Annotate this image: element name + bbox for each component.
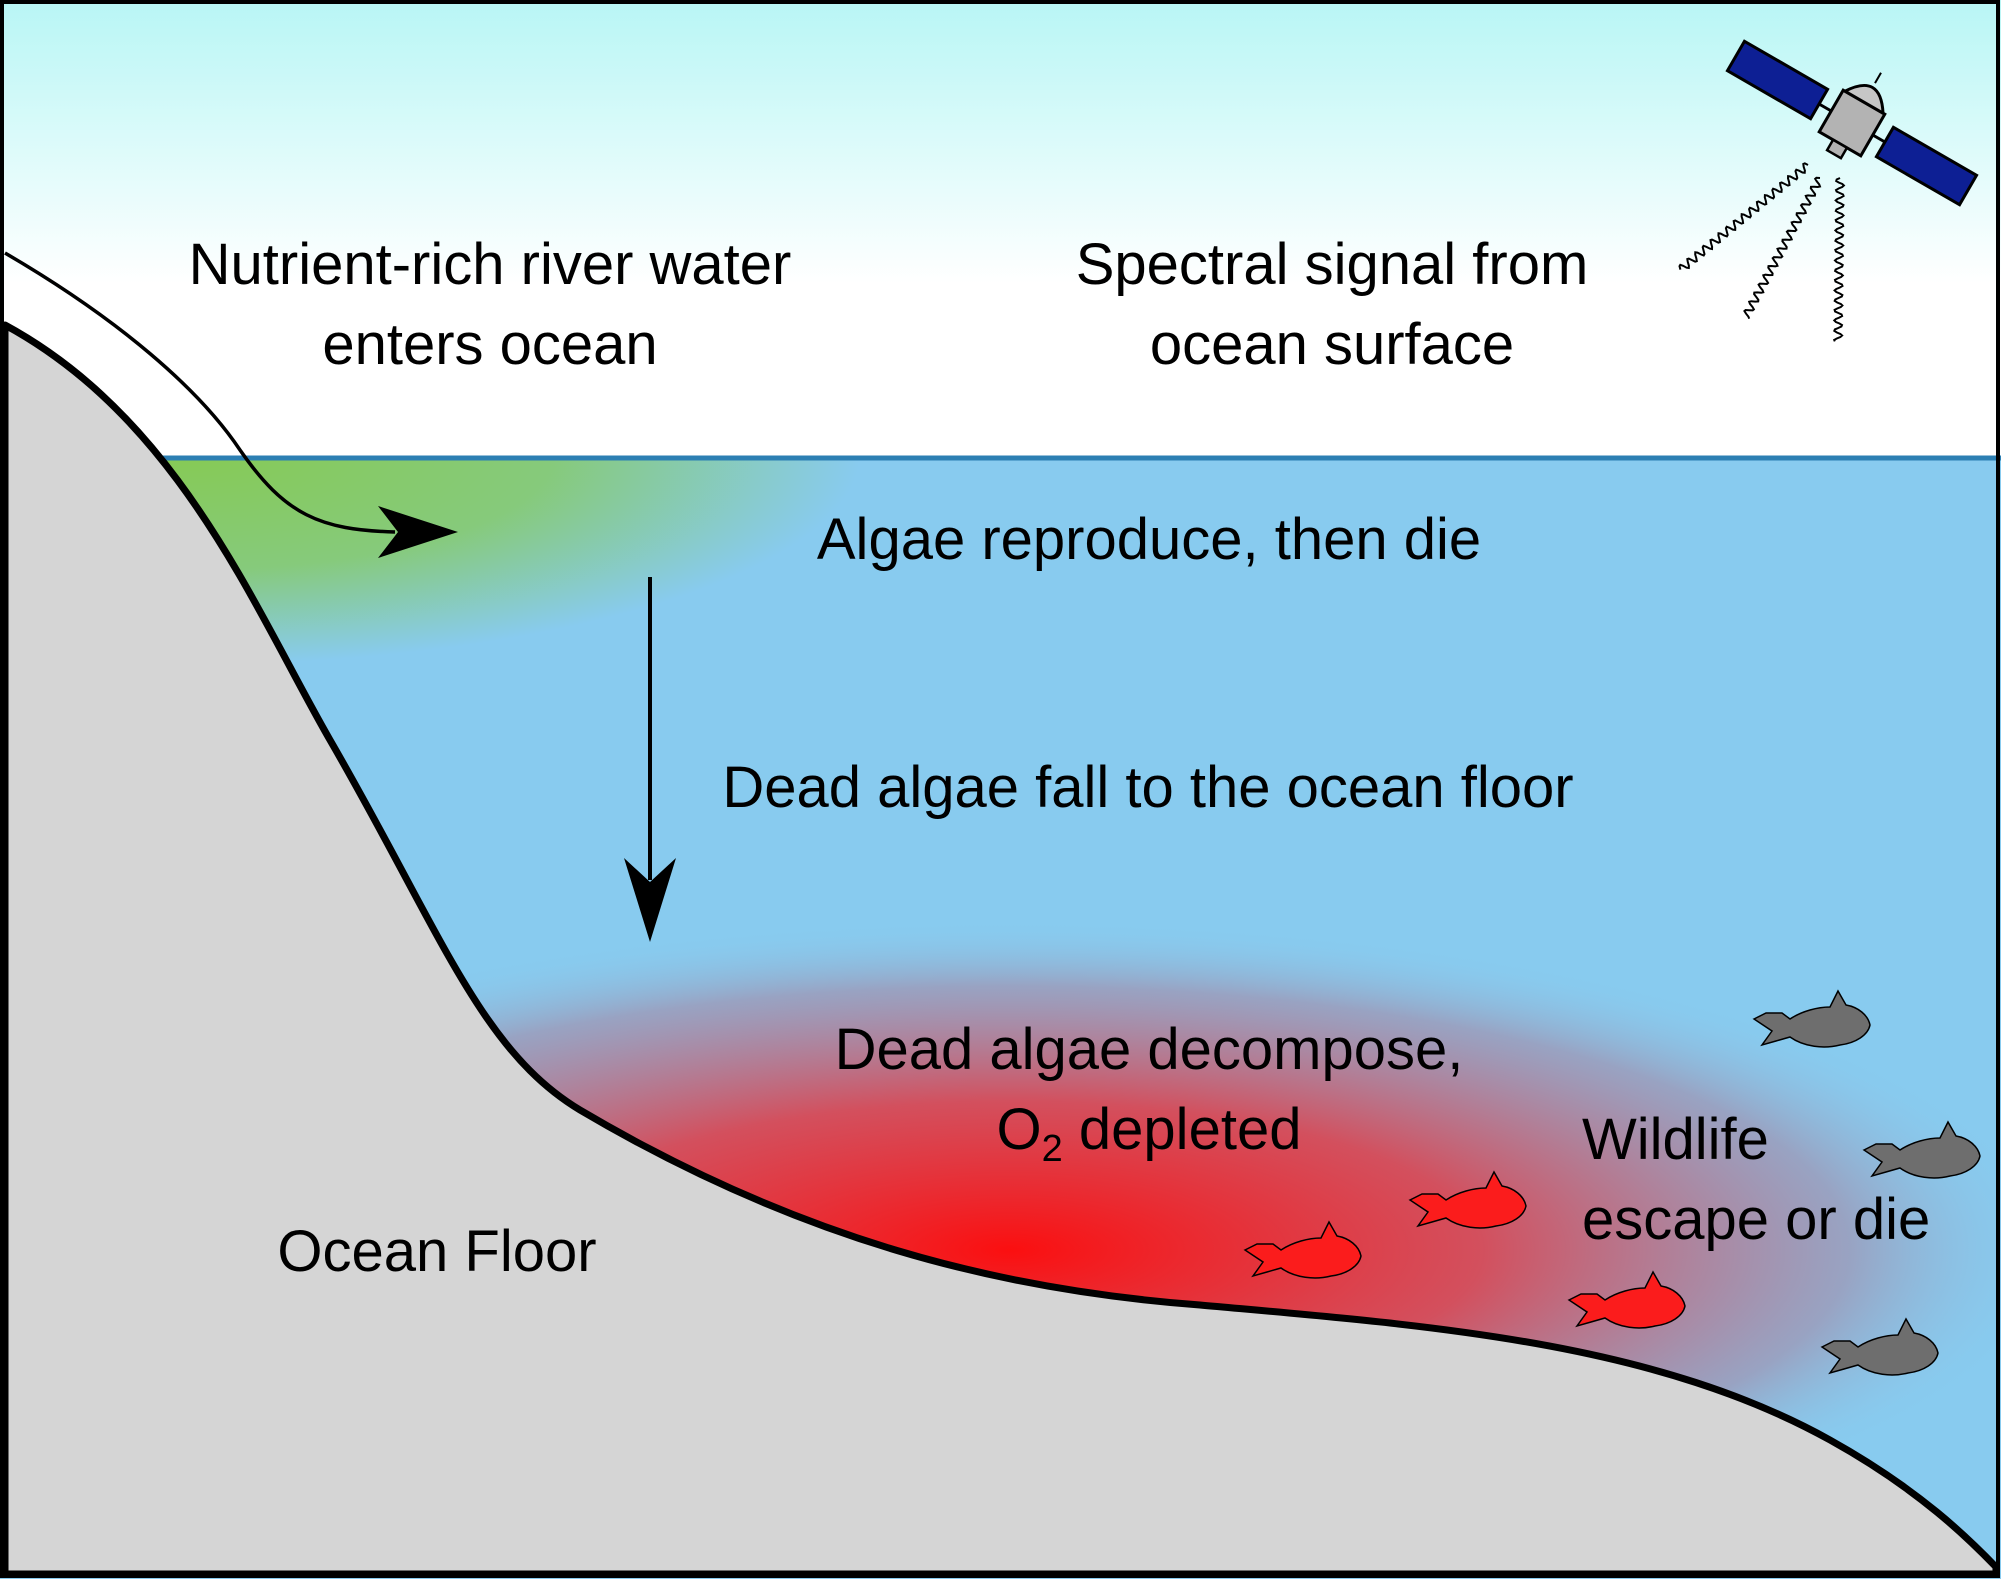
depleted-text: depleted	[1062, 1097, 1302, 1162]
fish-icon	[1567, 1270, 1686, 1329]
sky-area	[0, 0, 2001, 457]
falling-arrowhead	[624, 858, 676, 942]
spectral-signal-waves	[1678, 162, 1846, 342]
ocean-floor-label: Ocean Floor	[277, 1219, 597, 1284]
river-water-label-line1: Nutrient-rich river water	[188, 232, 792, 297]
algae-label: Algae reproduce, then die	[816, 507, 1482, 572]
spectral-signal-label: Spectral signal from ocean surface	[1076, 225, 1589, 385]
river-water-label: Nutrient-rich river water enters ocean	[189, 225, 792, 385]
fish-icon	[1752, 989, 1871, 1048]
fish-icon	[1862, 1120, 1981, 1179]
fish-icon	[1408, 1170, 1527, 1229]
decompose-label: Dead algae decompose, O2 depleted	[835, 1010, 1464, 1170]
wildlife-label: Wildlife escape or die	[1582, 1100, 1930, 1260]
decompose-label-line1: Dead algae decompose,	[834, 1017, 1464, 1082]
river-flow-arrow	[4, 251, 396, 534]
oxygen-symbol: O	[996, 1097, 1042, 1162]
fish-icon	[1820, 1317, 1939, 1376]
spectral-signal-label-line1: Spectral signal from	[1075, 232, 1589, 297]
wildlife-label-line1: Wildlife	[1582, 1107, 1769, 1172]
fish-icon	[1243, 1220, 1362, 1279]
river-arrowhead	[378, 506, 458, 558]
satellite-icon	[1725, 39, 1979, 207]
fish-group	[1243, 989, 1981, 1376]
spectral-signal-label-line2: ocean surface	[1149, 312, 1515, 377]
river-water-label-line2: enters ocean	[322, 312, 658, 377]
sea-floor	[1, 321, 2000, 1578]
dead-algae-fall-label: Dead algae fall to the ocean floor	[722, 755, 1574, 820]
decompose-label-line2: O2 depleted	[835, 1090, 1464, 1170]
wildlife-label-line2: escape or die	[1582, 1187, 1931, 1252]
oxygen-subscript: 2	[1041, 1128, 1063, 1170]
